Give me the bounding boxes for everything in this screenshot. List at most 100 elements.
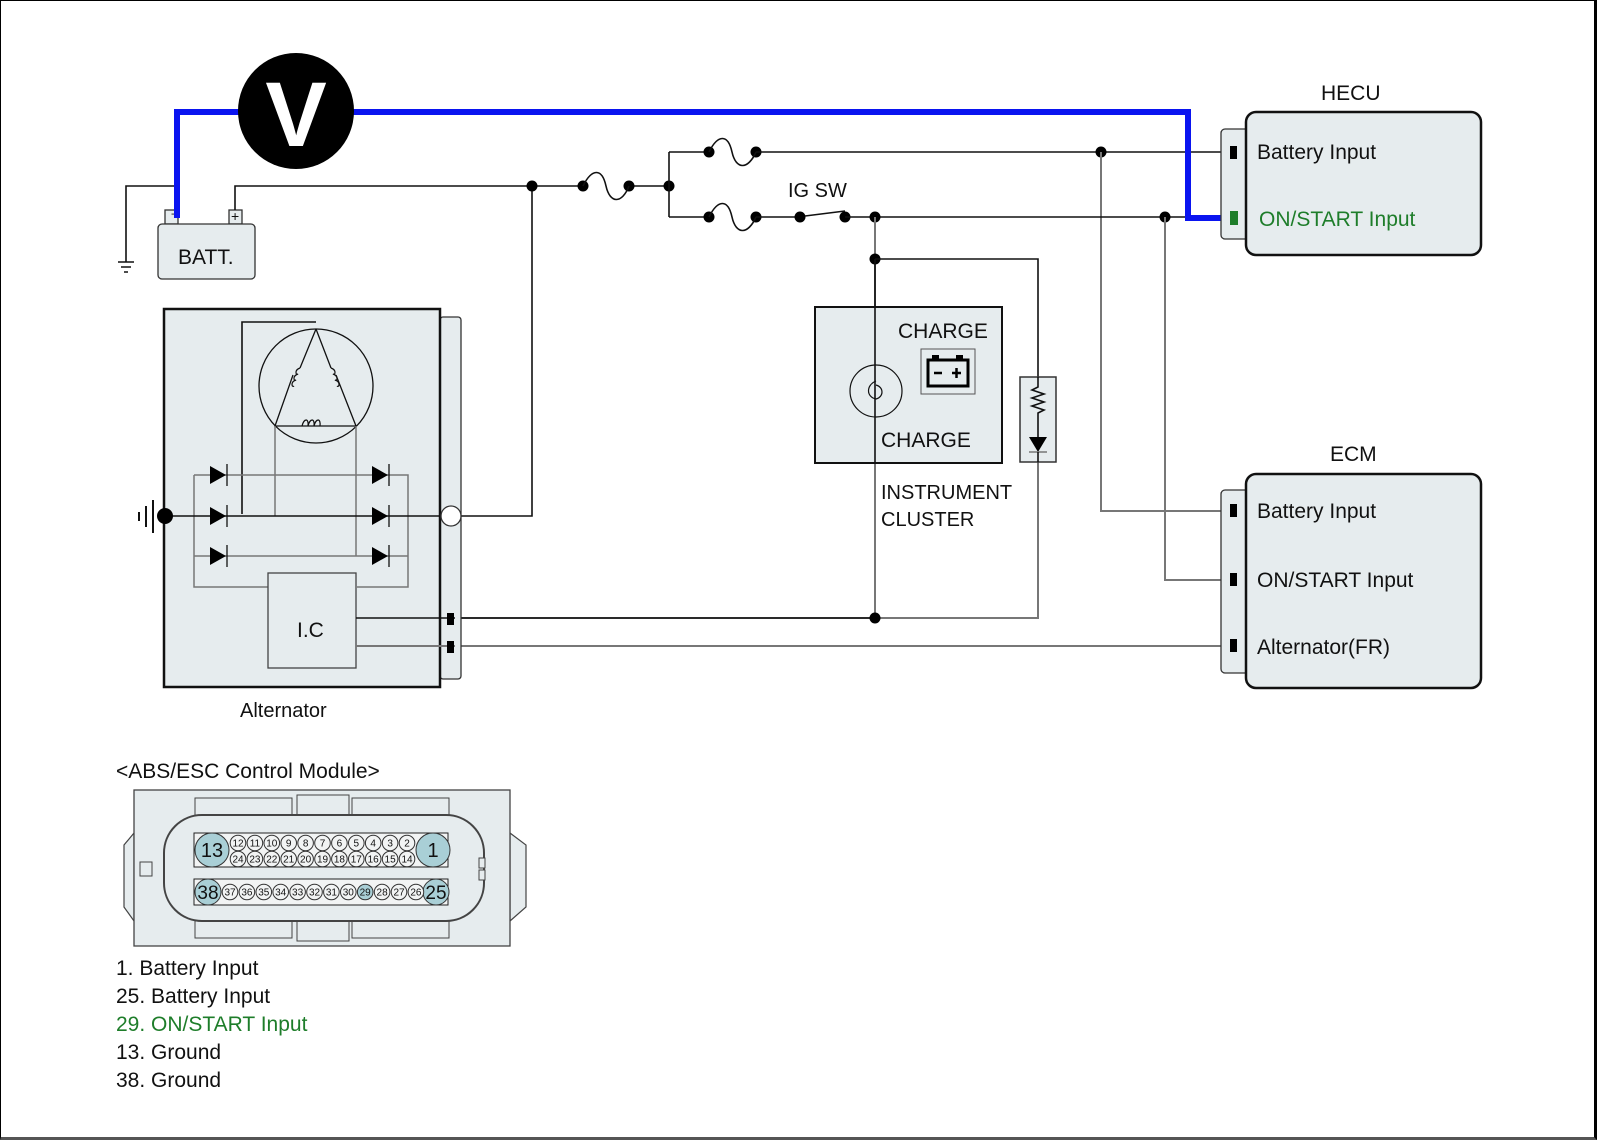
ecm-pin-label-on-start: ON/START Input [1257, 569, 1414, 592]
connector-pin-label: 10 [266, 839, 278, 850]
connector-pin-label: 36 [241, 888, 253, 899]
alternator-label: Alternator [240, 700, 327, 722]
hecu-pin-battery [1230, 146, 1237, 159]
connector-pin-label: 1 [427, 840, 438, 862]
hecu-pin-label-on-start: ON/START Input [1259, 208, 1416, 231]
cluster-name-line2: CLUSTER [881, 509, 974, 531]
connector-pin-35 [255, 883, 273, 901]
connector-pin-label: 4 [370, 839, 376, 850]
instrument-cluster: CHARGE CHARGE INSTRUMENT CLUSTER [814, 259, 1012, 531]
connector-pin-label: 32 [309, 888, 321, 899]
resistor-diode [1019, 376, 1057, 463]
connector-pin-label: 31 [326, 888, 338, 899]
connector-pin-label: 35 [258, 888, 270, 899]
connector-pin-20 [297, 850, 314, 868]
hecu-title: HECU [1321, 82, 1381, 105]
connector-pin-23 [246, 850, 264, 868]
ecm-pin-label-battery: Battery Input [1257, 500, 1376, 523]
connector-pin-37 [221, 883, 239, 901]
connector-pin-26 [407, 883, 425, 901]
connector-pin-18 [331, 850, 348, 868]
connector-pin-label: 29 [360, 888, 372, 899]
hecu-module: HECU Battery Input ON/START Input [1220, 82, 1483, 257]
charge-lamp-icon [849, 364, 903, 418]
connector-pin-label: 21 [283, 855, 295, 866]
connector-pin-label: 6 [337, 839, 343, 850]
connector-pin-29 [356, 883, 374, 901]
fuse-battery [703, 137, 762, 167]
connector-pin-label: 23 [249, 855, 261, 866]
connector-pin-label: 20 [300, 855, 312, 866]
connector-pin-label: 12 [232, 839, 244, 850]
connector-pin-15 [381, 850, 399, 868]
battery-pos-terminal: + [231, 208, 239, 224]
connector-pin-label: 11 [250, 839, 261, 850]
connector-pin-13 [194, 832, 230, 868]
connector-pin-24 [229, 850, 247, 868]
ecm-pin-label-alternator: Alternator(FR) [1257, 636, 1390, 659]
connector-pin-label: 30 [343, 888, 355, 899]
charge-label-bottom: CHARGE [881, 429, 971, 452]
voltmeter-symbol: V [265, 64, 326, 166]
voltmeter-probe-wire [174, 109, 1232, 221]
hecu-pin-on-start [1230, 211, 1238, 225]
connector-pin-label: 16 [368, 855, 380, 866]
connector-pin-label: 38 [197, 883, 218, 904]
battery-neg-terminal: - [171, 208, 175, 220]
connector-pin-label: 15 [385, 855, 397, 866]
connector-pin-label: 13 [201, 840, 223, 862]
connector-pin-label: 24 [232, 855, 244, 866]
pin-legend-item: 1. Battery Input [116, 957, 259, 980]
ic-label: I.C [297, 619, 324, 642]
battery: - + BATT. [157, 208, 256, 280]
connector-pin-33 [289, 883, 306, 901]
connector-pin-22 [263, 850, 281, 868]
ground-symbol-battery [118, 185, 175, 273]
connector-pin-label: 28 [377, 888, 389, 899]
fuse-ig [703, 202, 762, 232]
connector-pin-label: 26 [410, 888, 422, 899]
connector-pin-label: 19 [317, 855, 329, 866]
connector-pin-label: 22 [266, 855, 278, 866]
pin-legend-item: 38. Ground [116, 1069, 222, 1092]
connector-pin-30 [340, 883, 357, 901]
connector-pin-1 [415, 832, 451, 868]
connector-pin-17 [348, 850, 365, 868]
connector-pin-14 [398, 850, 416, 868]
connector-pin-label: 3 [387, 839, 393, 850]
connector-pin-21 [280, 850, 298, 868]
battery-label: BATT. [178, 246, 234, 269]
voltmeter[interactable]: V [238, 53, 354, 169]
pin-legend-item: 25. Battery Input [116, 985, 271, 1008]
charge-label-top: CHARGE [898, 320, 988, 343]
voltmeter-icon [238, 53, 354, 169]
connector-pin-38 [194, 878, 222, 906]
connector-pin-32 [306, 883, 323, 901]
connector-pin-label: 9 [286, 839, 292, 850]
connector-pin-label: 25 [425, 883, 446, 904]
connector-pin-label: 5 [354, 839, 360, 850]
connector-pin-36 [238, 883, 256, 901]
ignition-switch: IG SW [788, 180, 851, 223]
ecm-title: ECM [1330, 443, 1377, 466]
connector-pin-label: 8 [303, 839, 309, 850]
ecm-module: ECM Battery Input ON/START Input Alterna… [1220, 443, 1483, 690]
connector-pin-27 [390, 883, 408, 901]
connector-pin-label: 14 [401, 855, 413, 866]
pin-legend-item: 13. Ground [116, 1041, 222, 1064]
connector-pin-label: 7 [320, 839, 326, 850]
connector-pin-28 [373, 883, 391, 901]
connector-pin-label: 27 [393, 888, 405, 899]
connector-pin-label: 18 [334, 855, 346, 866]
alternator: I.C Alternator [138, 307, 462, 722]
connector-pin-label: 34 [275, 888, 287, 899]
connector-pin-label: 37 [224, 888, 236, 899]
connector-pin-16 [364, 850, 382, 868]
connector-pin-34 [272, 883, 290, 901]
cluster-name-line1: INSTRUMENT [881, 482, 1012, 504]
